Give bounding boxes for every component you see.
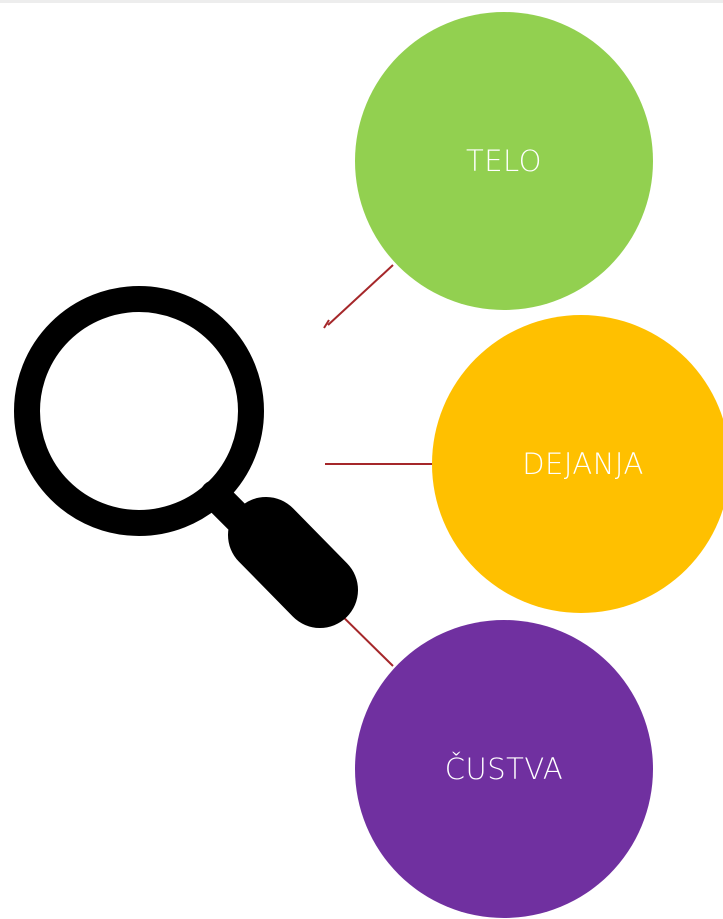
node-custva-circle: [355, 620, 653, 918]
node-custva-label: ČUSTVA: [445, 752, 563, 786]
node-dejanja-circle: [432, 315, 723, 613]
node-dejanja-label: DEJANJA: [522, 447, 644, 481]
magnifying-glass-icon: [14, 286, 358, 628]
magnifier-handle: [228, 497, 358, 628]
node-telo: TELO: [355, 12, 653, 310]
top-rule: [0, 0, 723, 3]
node-dejanja: DEJANJA: [432, 315, 723, 613]
connector-telo: [327, 264, 394, 326]
node-telo-circle: [355, 12, 653, 310]
magnifier-lens: [14, 286, 264, 536]
node-custva: ČUSTVA: [355, 620, 653, 918]
connector-telo-tick: [323, 319, 330, 329]
node-telo-label: TELO: [466, 144, 542, 178]
